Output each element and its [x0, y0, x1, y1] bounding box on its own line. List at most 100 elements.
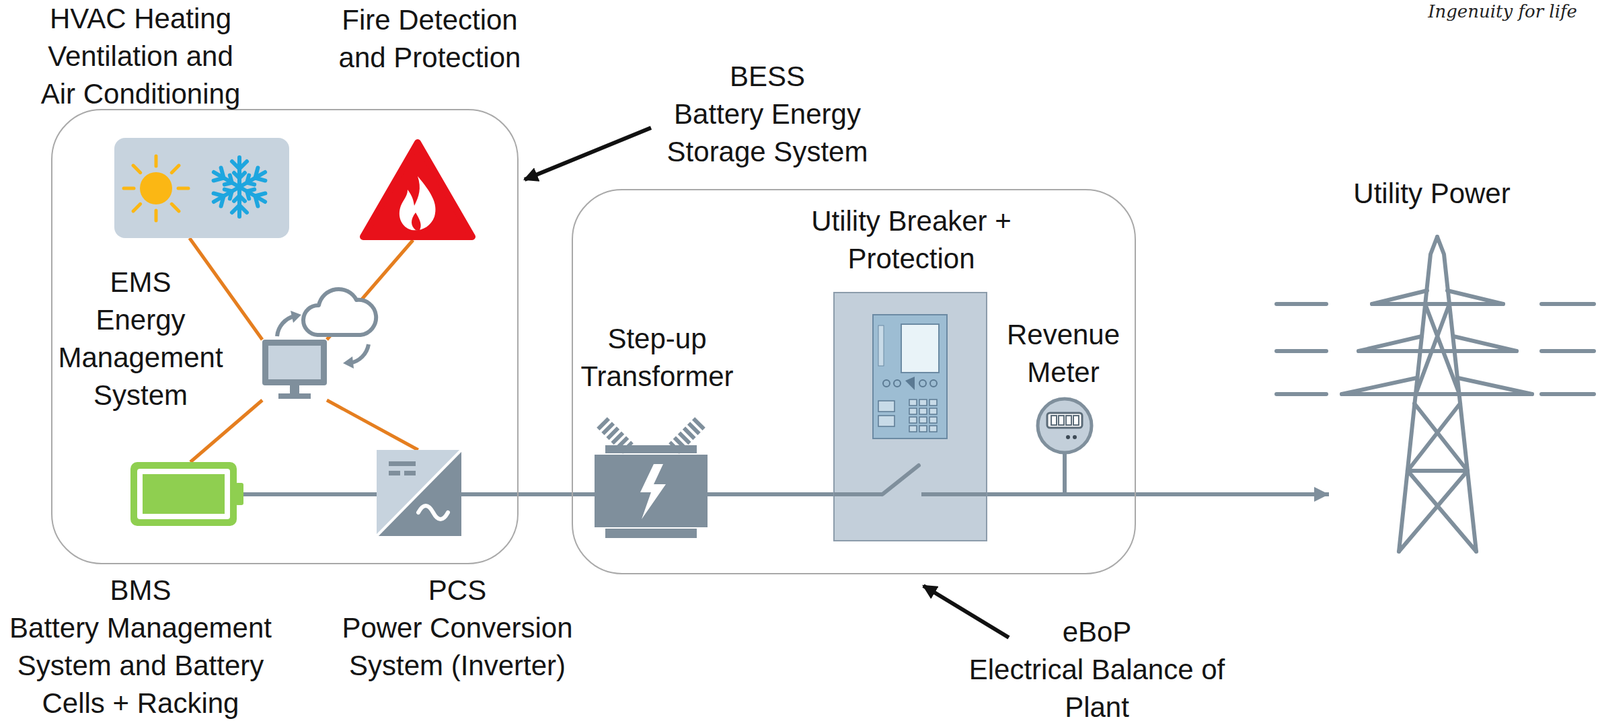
acronym-heading: eBoP: [962, 613, 1232, 652]
tower-symbol: [1415, 303, 1450, 395]
node-caption: BESSBattery Energy Storage System: [659, 57, 875, 171]
component-label: Battery Energy Storage System: [659, 95, 875, 171]
breaker-panel-symbol: [909, 416, 917, 424]
transformer-symbol: [605, 445, 697, 454]
meter-symbol: [1065, 415, 1072, 426]
acronym-heading: BMS: [2, 571, 279, 610]
component-label: Revenue Meter: [992, 316, 1134, 392]
tower-symbol: [1541, 301, 1594, 307]
tower-symbol: [1407, 403, 1461, 471]
hvac-symbol: [154, 210, 159, 221]
breaker-panel-symbol: [929, 399, 937, 406]
hvac-symbol: [178, 186, 189, 191]
ems-symbol: [278, 393, 311, 399]
tower-symbol: [1276, 392, 1327, 397]
transformer-icon: Step-up Transformer: [594, 418, 708, 539]
breaker-panel-symbol: [878, 325, 884, 366]
fire-symbol: [363, 142, 473, 237]
breaker-panel-symbol: [833, 492, 883, 497]
breaker-panel-symbol: [878, 400, 895, 412]
hvac-icon: HVAC Heating Ventilation and Air Conditi…: [114, 137, 290, 239]
component-label: Utility Breaker + Protection: [803, 202, 1019, 278]
inverter-symbol: [376, 449, 462, 537]
tower-symbol: [1541, 349, 1594, 354]
inverter-symbol: [418, 505, 448, 520]
tower-symbol: [1276, 349, 1327, 354]
hvac-symbol: [123, 156, 189, 221]
component-label: Electrical Balance of Plant: [962, 651, 1232, 725]
component-label: Utility Power: [1330, 174, 1533, 213]
hvac-symbol: [171, 165, 179, 173]
ems-symbol: [262, 339, 327, 386]
ems-symbol: [277, 316, 295, 337]
ems-symbol: [303, 289, 376, 335]
breaker-panel-symbol: [929, 416, 937, 424]
watermark: Ingenuity for life: [1427, 1, 1578, 22]
inverter-symbol: [388, 461, 416, 467]
ems-symbol: [290, 310, 302, 323]
hvac-symbol: [133, 165, 141, 173]
tower-icon: Utility Power: [1328, 228, 1538, 559]
breaker-panel-symbol: [919, 408, 927, 415]
tower-symbol: [1398, 470, 1468, 552]
component-label: HVAC Heating Ventilation and Air Conditi…: [32, 0, 249, 113]
fire-symbol: [399, 176, 436, 231]
breaker-panel-symbol: [882, 465, 919, 495]
transformer-symbol: [601, 422, 629, 449]
component-label: Step-up Transformer: [573, 320, 742, 396]
breaker-panel-symbol: [878, 399, 937, 432]
meter-symbol: [1065, 435, 1071, 440]
hvac-symbol: [171, 203, 179, 212]
battery-symbol: [137, 468, 231, 520]
component-label: Battery Management System and Battery Ce…: [2, 609, 279, 723]
power-wire: [461, 492, 595, 497]
breaker-panel-symbol: [905, 376, 915, 391]
power-wire: [986, 492, 1329, 497]
battery-symbol: [235, 482, 244, 506]
tower-symbol: [1276, 236, 1594, 552]
breaker-panel-symbol: [833, 292, 987, 541]
breaker-panel-symbol: [921, 492, 987, 497]
tower-symbol: [1407, 470, 1477, 552]
inverter-symbol: [376, 449, 462, 537]
bess-housing: HVAC Heating Ventilation and Air Conditi…: [51, 108, 519, 565]
breaker-panel-symbol: [872, 314, 947, 439]
meter-symbol: [1073, 415, 1079, 426]
battery-icon: BMSBattery Management System and Battery…: [130, 462, 244, 526]
hvac-symbol: [209, 157, 269, 217]
breaker-panel-symbol: [909, 425, 917, 432]
breaker-panel-symbol: [919, 379, 927, 387]
tower-symbol: [1453, 336, 1517, 352]
inverter-symbol: [388, 470, 401, 476]
meter-symbol: [1047, 412, 1083, 428]
tower-symbol: [1341, 392, 1533, 397]
meter-symbol: [1058, 415, 1064, 426]
transformer-symbol: [594, 454, 708, 528]
tower-symbol: [1407, 468, 1468, 473]
node-caption: Revenue Meter: [992, 316, 1134, 392]
meter-symbol: [1062, 453, 1067, 495]
hvac-symbol: [123, 186, 134, 191]
breaker-panel-symbol: [919, 399, 927, 406]
node-caption: Step-up Transformer: [573, 320, 742, 396]
tower-symbol: [1358, 336, 1422, 352]
tower-symbol: [1358, 349, 1517, 354]
hvac-symbol: [133, 203, 141, 212]
ems-symbol: [343, 356, 354, 369]
ems-symbol: [268, 345, 321, 380]
power-wire: [243, 492, 377, 497]
battery-symbol: [130, 462, 237, 526]
fire-symbol: [411, 212, 422, 231]
component-label: Power Conversion System (Inverter): [336, 609, 579, 685]
breaker-panel-symbol: [833, 292, 987, 541]
acronym-heading: BESS: [659, 57, 875, 96]
breaker-panel-symbol: [893, 379, 901, 387]
transformer-symbol: [673, 422, 701, 449]
inverter-icon: PCSPower Conversion System (Inverter): [376, 449, 462, 537]
node-caption: PCSPower Conversion System (Inverter): [336, 571, 579, 685]
transformer-symbol: [640, 464, 666, 520]
meter-symbol: [1037, 398, 1092, 495]
callout-arrow: [524, 127, 652, 180]
breaker-panel-symbol: [878, 415, 895, 427]
